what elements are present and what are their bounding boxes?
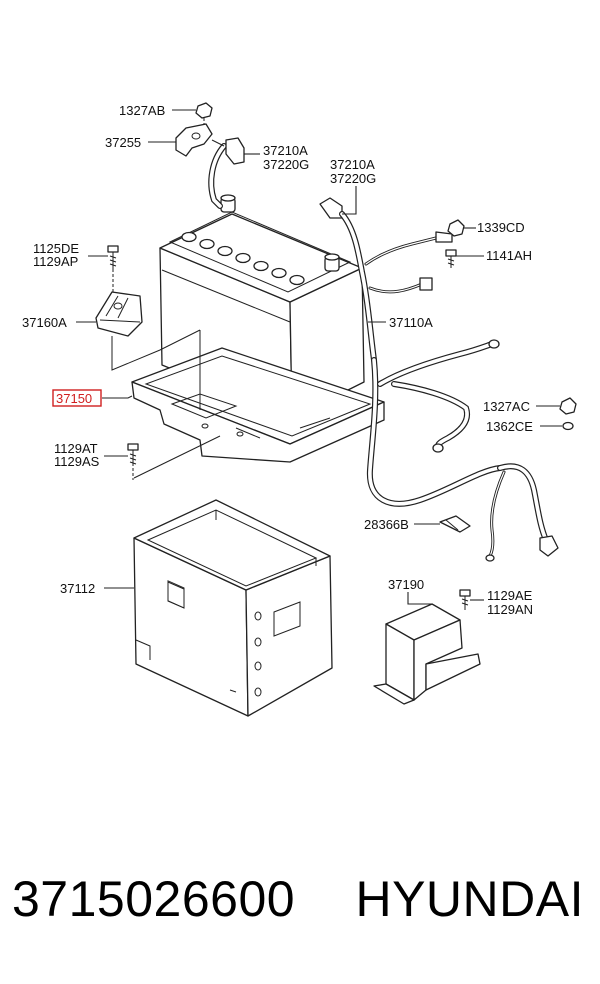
- label-37210a-left: 37210A: [263, 143, 308, 158]
- label-1129ap: 1129AP: [33, 254, 78, 269]
- battery-terminal-positive: [220, 194, 236, 213]
- label-1327ab: 1327AB: [119, 103, 165, 118]
- battery-vent-caps: [181, 231, 305, 286]
- label-1129an: 1129AN: [487, 602, 533, 617]
- label-1362ce: 1362CE: [486, 419, 533, 434]
- label-37112: 37112: [60, 581, 95, 596]
- brand-name: HYUNDAI: [355, 871, 584, 927]
- leader-lines: [76, 109, 562, 605]
- battery-box: [133, 499, 333, 717]
- washer-1362ce: [562, 421, 574, 431]
- label-28366b: 28366B: [364, 517, 409, 532]
- callout-labels: 1327AB 37255 37210A 37220G 37210A 37220G…: [22, 103, 533, 617]
- label-1129as: 1129AS: [54, 454, 100, 469]
- clip-28366b: [439, 515, 471, 533]
- bolt-1125de: [107, 245, 119, 272]
- label-1129at: 1129AT: [54, 441, 98, 456]
- label-1129ae: 1129AE: [487, 588, 533, 603]
- label-37220g-right: 37220G: [330, 171, 376, 186]
- negative-cable: [319, 197, 453, 363]
- nut-1327ab: [195, 102, 213, 119]
- part-number: 3715026600: [12, 871, 296, 927]
- bolt-1129ae: [459, 589, 471, 610]
- label-1339cd: 1339CD: [477, 220, 525, 235]
- bolt-1141ah: [445, 249, 457, 268]
- label-37150: 37150: [56, 391, 92, 406]
- bolt-1129at: [127, 443, 139, 466]
- battery-tray: [131, 347, 385, 463]
- label-37220g-left: 37220G: [263, 157, 309, 172]
- footer-caption: 3715026600 HYUNDAI: [0, 870, 600, 950]
- nut-1327ac: [559, 397, 577, 415]
- main-harness: [366, 339, 559, 562]
- label-1125de: 1125DE: [33, 241, 79, 256]
- highlight-box-37150: [52, 389, 102, 407]
- label-37255: 37255: [105, 135, 141, 150]
- nut-1339cd: [447, 219, 465, 237]
- battery-terminal-negative: [324, 253, 340, 272]
- label-37110a: 37110A: [389, 315, 433, 330]
- terminal-clamp-37255: [175, 123, 213, 157]
- label-37190: 37190: [388, 577, 424, 592]
- label-37160a: 37160A: [22, 315, 67, 330]
- label-37210a-right: 37210A: [330, 157, 375, 172]
- label-1141ah: 1141AH: [486, 248, 532, 263]
- label-1327ac: 1327AC: [483, 399, 530, 414]
- positive-cable: [208, 137, 245, 209]
- bracket-37190: [373, 603, 481, 705]
- hold-down-bracket: [95, 291, 143, 337]
